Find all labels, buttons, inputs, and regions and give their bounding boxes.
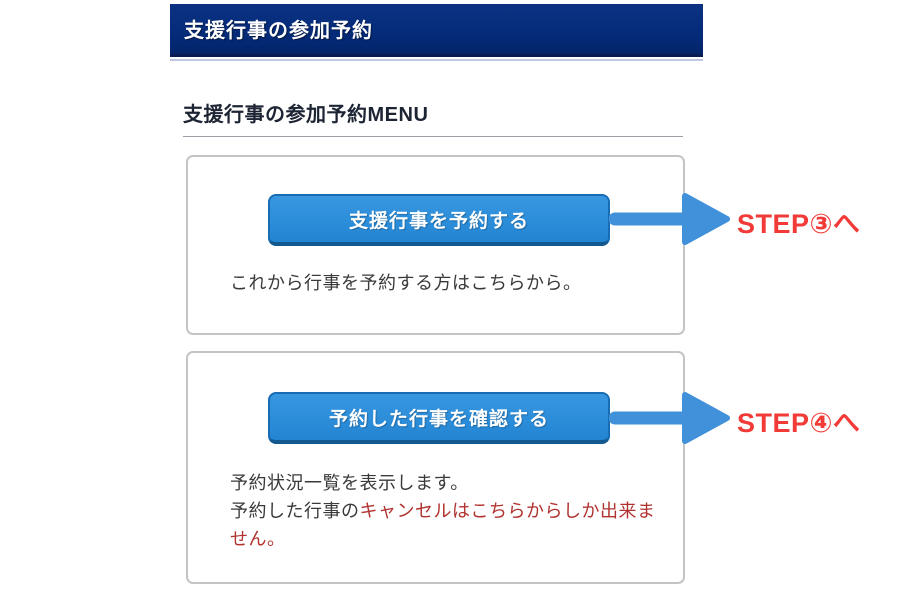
confirm-reservation-description: 予約状況一覧を表示します。 予約した行事のキャンセルはこちらからしか出来ません。 — [230, 469, 666, 553]
step-3-label: STEP③へ — [737, 209, 861, 239]
right-arrow-icon — [609, 193, 730, 245]
description-line1: 予約状況一覧を表示します。 — [230, 473, 469, 493]
cancel-warning-text: キャンセルはこちらからしか出来ません。 — [230, 501, 656, 549]
reserve-event-button[interactable]: 支援行事を予約する — [268, 194, 610, 246]
confirm-reservation-button[interactable]: 予約した行事を確認する — [268, 392, 610, 444]
right-arrow-icon — [609, 392, 730, 444]
page-title: 支援行事の参加予約 — [184, 19, 373, 42]
page-title-bar: 支援行事の参加予約 — [170, 4, 703, 57]
menu-heading: 支援行事の参加予約MENU — [183, 104, 429, 126]
title-bar-underline — [170, 59, 703, 61]
reserve-event-description: これから行事を予約する方はこちらから。 — [230, 273, 582, 293]
menu-divider — [183, 136, 683, 137]
step-4-label: STEP④へ — [737, 408, 861, 438]
reserve-event-card: 支援行事を予約する これから行事を予約する方はこちらから。 — [186, 155, 685, 335]
confirm-reservation-card: 予約した行事を確認する 予約状況一覧を表示します。 予約した行事のキャンセルはこ… — [186, 351, 685, 584]
description-line2-prefix: 予約した行事の — [230, 501, 360, 521]
